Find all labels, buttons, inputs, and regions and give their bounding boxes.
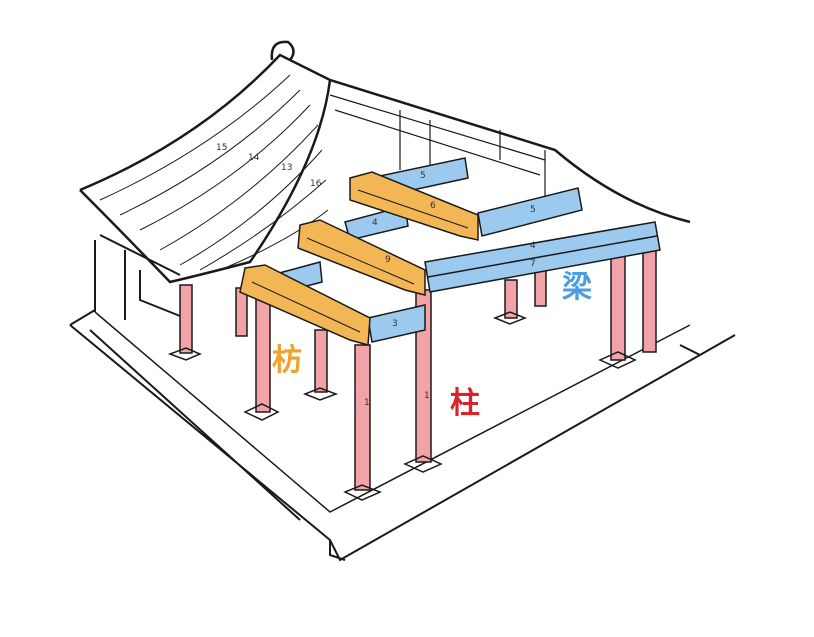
part-number: 1	[424, 391, 430, 401]
fang-beams	[239, 171, 479, 346]
column-bases	[167, 311, 637, 501]
beam	[367, 304, 426, 343]
part-number: 4	[530, 241, 536, 251]
liang-beams	[271, 157, 661, 343]
tie-beam	[349, 171, 479, 241]
column	[179, 284, 193, 354]
column	[534, 269, 547, 307]
part-number: 7	[530, 259, 536, 269]
part-number: 3	[392, 319, 398, 329]
part-numbers: 1 1 3 4 4 5 5 6 7 9 13 14 15 16	[216, 143, 536, 408]
tie-beam	[297, 219, 426, 296]
gable-wall	[94, 234, 191, 321]
part-number: 6	[430, 201, 436, 211]
column	[235, 287, 248, 337]
column	[642, 244, 657, 353]
roof-back	[329, 94, 546, 210]
ridge-ornament	[270, 40, 295, 61]
part-number: 16	[310, 179, 322, 189]
part-number: 4	[372, 218, 378, 228]
part-number: 9	[385, 255, 391, 265]
part-number: 1	[364, 398, 370, 408]
liang-label: 梁	[562, 270, 592, 305]
column	[504, 279, 518, 319]
columns	[179, 237, 657, 491]
column	[314, 329, 328, 393]
part-number: 5	[530, 205, 536, 215]
column	[354, 344, 371, 491]
tie-beam	[239, 264, 371, 346]
part-number: 5	[420, 171, 426, 181]
part-number: 15	[216, 143, 227, 153]
platform-step	[94, 311, 691, 513]
zhu-label: 柱	[450, 386, 480, 421]
fang-label: 枋	[272, 343, 302, 378]
roof-outline	[79, 53, 691, 284]
platform	[69, 309, 736, 562]
roof-tiles	[99, 74, 329, 271]
part-number: 13	[281, 163, 292, 173]
part-number: 14	[248, 153, 260, 163]
beam	[477, 187, 583, 237]
